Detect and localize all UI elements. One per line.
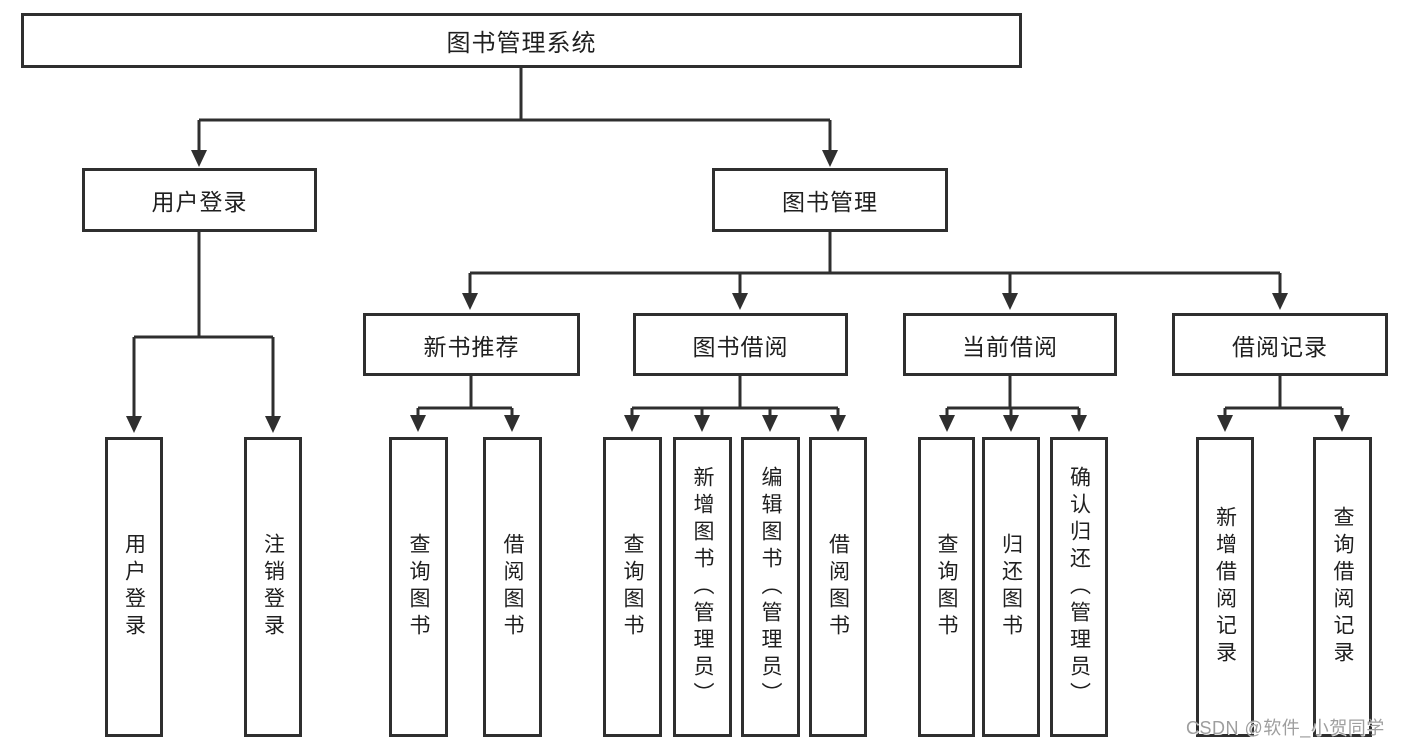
- arrowheads-book-borrow-leaves: [624, 415, 846, 432]
- leaf-query-borrow-record-label: 查询借阅记录: [1331, 506, 1354, 668]
- node-borrow-records: 借阅记录: [1172, 313, 1388, 376]
- leaf-add-borrow-record-label: 新增借阅记录: [1213, 506, 1237, 668]
- node-user-login-label: 用户登录: [151, 189, 248, 215]
- leaf-confirm-return-admin: 确认归还（管理员）: [1050, 437, 1108, 737]
- node-new-book-recommend: 新书推荐: [363, 313, 580, 376]
- edge-new-books-to-leaves: [416, 376, 514, 416]
- node-root-system: 图书管理系统: [21, 13, 1022, 68]
- node-current-borrow-label: 当前借阅: [962, 333, 1058, 360]
- edge-borrow-records-to-leaves: [1223, 376, 1344, 416]
- node-book-management-label: 图书管理: [782, 189, 878, 215]
- node-root-system-label: 图书管理系统: [446, 30, 597, 57]
- leaf-current-query-books: 查询图书: [918, 437, 975, 737]
- node-book-management: 图书管理: [712, 168, 948, 232]
- arrowheads-borrow-records-leaves: [1217, 415, 1350, 432]
- leaf-return-books-label: 归还图书: [999, 533, 1023, 641]
- leaf-newrec-borrow-books-label: 借阅图书: [501, 533, 524, 641]
- leaf-newrec-query-books-label: 查询图书: [407, 533, 430, 641]
- arrowheads-new-books-leaves: [410, 415, 520, 432]
- edge-current-borrow-to-leaves: [945, 376, 1081, 416]
- leaf-add-books-admin-label: 新增图书（管理员）: [691, 465, 714, 709]
- csdn-watermark: CSDN @软件_小贺同学: [1186, 718, 1385, 738]
- node-current-borrow: 当前借阅: [903, 313, 1117, 376]
- edge-book-borrow-to-leaves: [630, 376, 840, 416]
- edge-book-mgmt-to-level3: [468, 232, 1282, 294]
- leaf-borrow-query-books-label: 查询图书: [621, 533, 644, 641]
- node-new-book-recommend-label: 新书推荐: [423, 333, 520, 360]
- leaf-borrow-borrow-books-label: 借阅图书: [826, 533, 850, 641]
- leaf-return-books: 归还图书: [982, 437, 1040, 737]
- leaf-user-login-label: 用户登录: [122, 533, 146, 641]
- leaf-add-borrow-record: 新增借阅记录: [1196, 437, 1254, 737]
- leaf-logout-label: 注销登录: [261, 533, 285, 641]
- leaf-edit-books-admin-label: 编辑图书（管理员）: [759, 465, 782, 709]
- arrowheads-level3: [462, 293, 1288, 310]
- node-user-login: 用户登录: [82, 168, 317, 232]
- leaf-logout: 注销登录: [244, 437, 302, 737]
- node-borrow-records-label: 借阅记录: [1232, 333, 1328, 360]
- leaf-newrec-query-books: 查询图书: [389, 437, 448, 737]
- edge-user-login-to-leaves: [132, 232, 275, 417]
- leaf-borrow-borrow-books: 借阅图书: [809, 437, 867, 737]
- leaf-confirm-return-admin-label: 确认归还（管理员）: [1067, 465, 1091, 709]
- leaf-query-borrow-record: 查询借阅记录: [1313, 437, 1372, 737]
- leaf-newrec-borrow-books: 借阅图书: [483, 437, 542, 737]
- node-book-borrow-label: 图书借阅: [692, 333, 789, 360]
- leaf-user-login: 用户登录: [105, 437, 163, 737]
- arrowheads-level2: [191, 150, 838, 167]
- leaf-add-books-admin: 新增图书（管理员）: [673, 437, 732, 737]
- leaf-current-query-books-label: 查询图书: [935, 533, 958, 641]
- leaf-borrow-query-books: 查询图书: [603, 437, 662, 737]
- arrowheads-user-login-leaves: [126, 416, 281, 433]
- leaf-edit-books-admin: 编辑图书（管理员）: [741, 437, 800, 737]
- node-book-borrow: 图书借阅: [633, 313, 848, 376]
- edge-root-to-level2: [197, 68, 832, 151]
- arrowheads-current-borrow-leaves: [939, 415, 1087, 432]
